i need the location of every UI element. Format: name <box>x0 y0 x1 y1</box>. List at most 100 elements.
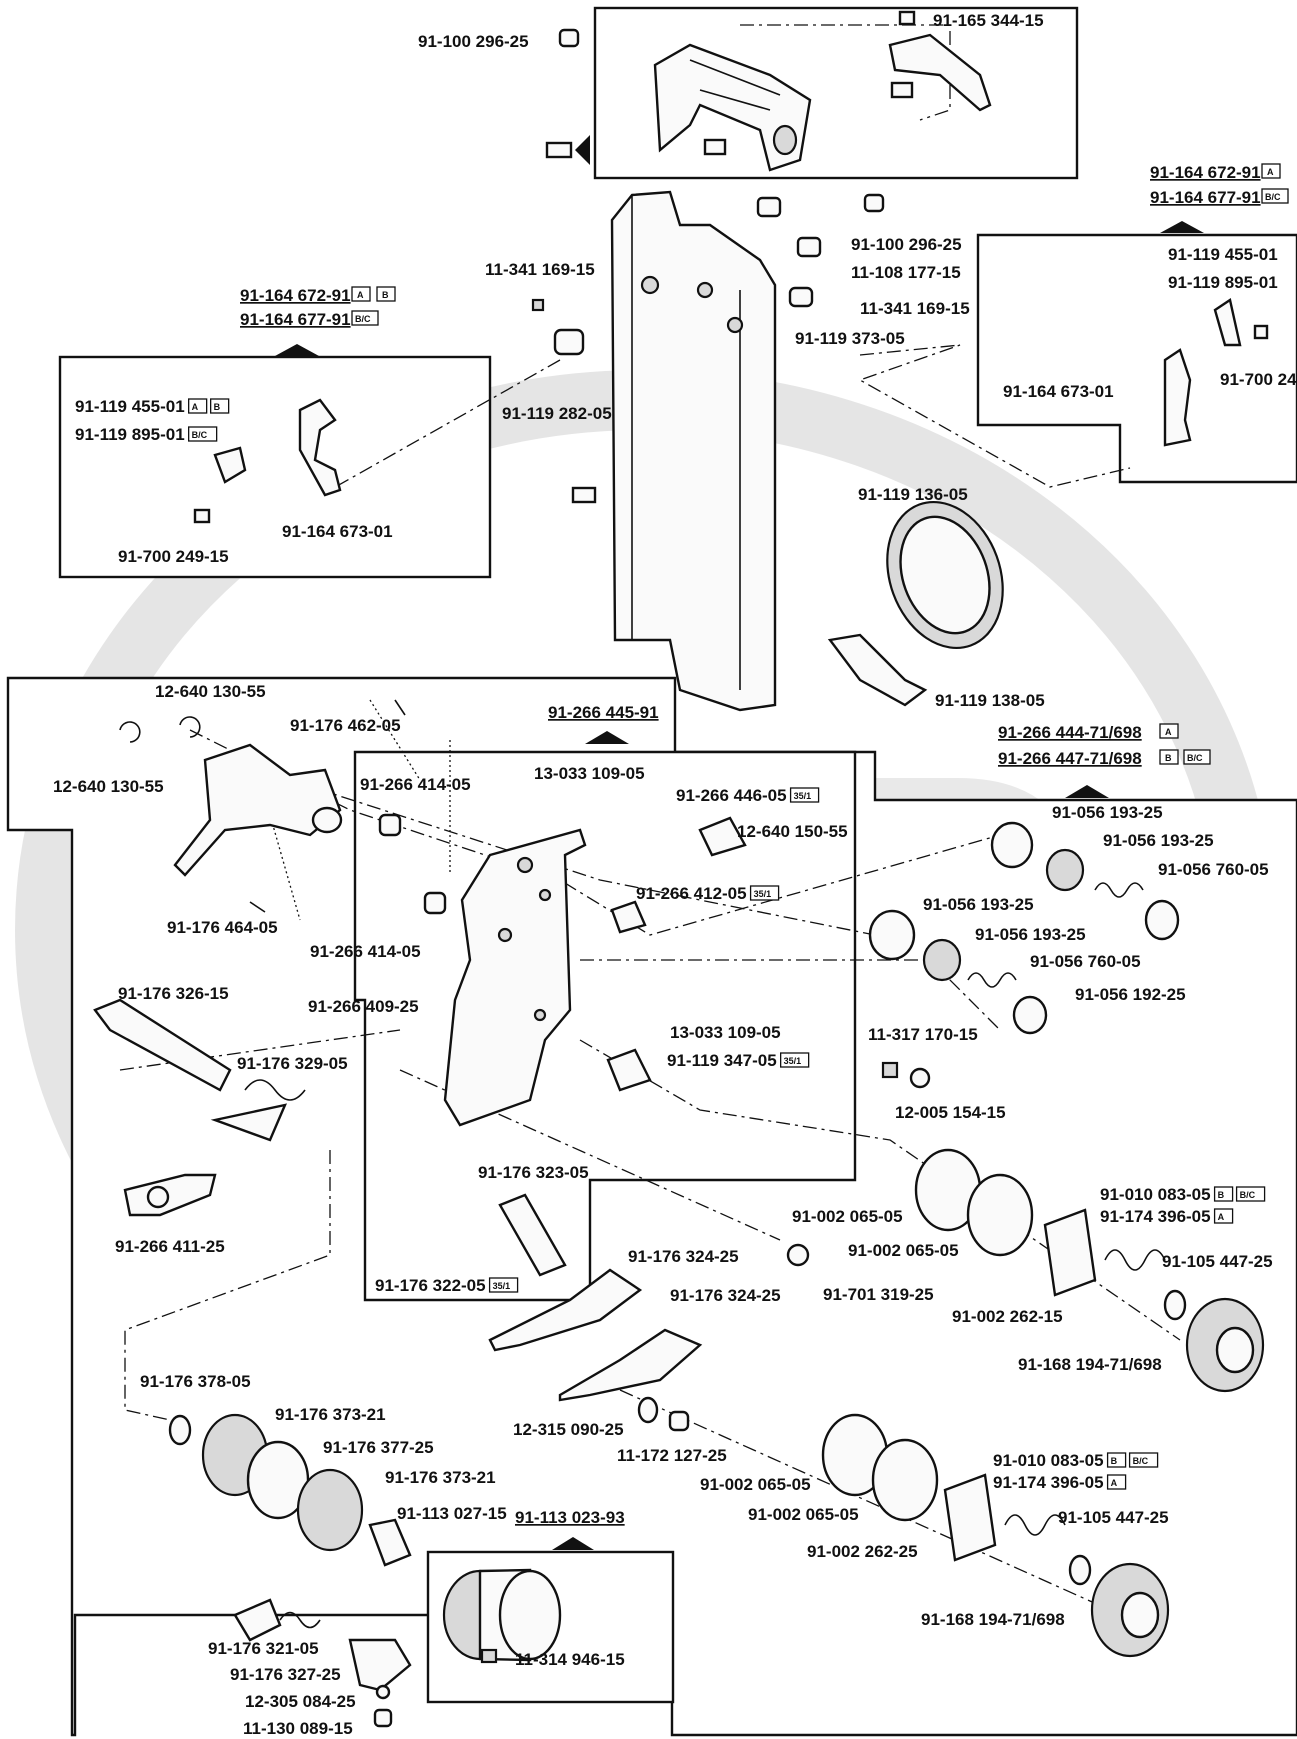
tag: 35/1 <box>493 1281 511 1291</box>
part-number: 91-119 347-05 <box>667 1051 777 1070</box>
part-number: 91-700 249 <box>1220 370 1297 389</box>
part-number: 91-119 282-05 <box>502 404 612 423</box>
part-label: 91-056 193-25 <box>975 925 1086 944</box>
tag: A <box>357 290 364 300</box>
axis-line <box>399 1069 781 1241</box>
part-label: 91-176 323-05 <box>478 1163 589 1182</box>
washer-part <box>168 1414 192 1446</box>
part-number: 91-105 447-25 <box>1162 1252 1273 1271</box>
plate-hole <box>538 888 552 902</box>
nut-part <box>909 1067 931 1089</box>
clip-part <box>179 716 201 738</box>
part-label: 11-314 946-15 <box>515 1650 625 1669</box>
assembly-title: 91-164 672-91 <box>240 286 351 305</box>
lever-hole <box>146 1185 170 1209</box>
part-number: 11-130 089-15 <box>243 1719 353 1738</box>
part-label: 91-176 373-21 <box>275 1405 386 1424</box>
axis-line <box>580 959 1001 1031</box>
tension-disc-part <box>871 1438 939 1522</box>
ref-box <box>703 138 727 156</box>
part-label: 91-119 373-05 <box>795 329 905 348</box>
part-number: 91-176 322-05 <box>375 1276 486 1295</box>
part-label: 11-317 170-15 <box>868 1025 978 1044</box>
part-label: 91-056 192-25 <box>1075 985 1186 1004</box>
part-number: 91-002 065-05 <box>848 1241 959 1260</box>
part-number: 13-033 109-05 <box>670 1023 781 1042</box>
washer-part <box>1163 1289 1187 1321</box>
part-label: 91-176 326-15 <box>118 984 229 1003</box>
marker-left <box>275 344 319 356</box>
part-number: 11-314 946-15 <box>515 1650 625 1669</box>
part-number: 91-002 065-05 <box>748 1505 859 1524</box>
part-number: 91-002 065-05 <box>792 1207 903 1226</box>
part-label: 12-640 130-55 <box>53 777 164 796</box>
tag-group: A B B/C <box>351 286 396 326</box>
tag: A <box>192 402 199 412</box>
plate-hole <box>516 856 534 874</box>
part-number: 91-119 136-05 <box>858 485 968 504</box>
bracket-hole <box>772 124 798 156</box>
axis-line <box>329 359 561 491</box>
part-label: 91-113 027-15 <box>397 1504 507 1523</box>
frame-right-lever <box>976 233 1297 484</box>
assembly-title: 91-266 444-71/698 <box>998 723 1142 742</box>
part-number: 91-176 462-05 <box>290 716 401 735</box>
part-number: 91-168 194-71/698 <box>921 1610 1065 1629</box>
part-number: 91-100 296-25 <box>851 235 962 254</box>
screw-part <box>193 508 211 524</box>
part-label: 91-002 065-05 <box>848 1241 959 1260</box>
assembly-title: 91-113 023-93 <box>515 1508 625 1527</box>
spring-clip-part <box>213 446 247 484</box>
washer-part <box>1068 1554 1092 1586</box>
tag-box <box>1106 1452 1127 1468</box>
part-number: 91-176 373-21 <box>385 1468 496 1487</box>
part-label: 91-176 321-05 <box>208 1639 319 1658</box>
part-label: 91-266 414-05 <box>310 942 421 961</box>
tag-box <box>1235 1186 1266 1202</box>
part-label: 91-176 377-25 <box>323 1438 434 1457</box>
part-number: 12-640 130-55 <box>155 682 266 701</box>
part-label: 91-701 319-25 <box>823 1285 934 1304</box>
lever-knob <box>311 806 343 834</box>
marker-right <box>1160 221 1204 233</box>
axis-line <box>858 344 1131 488</box>
marker-tension-unit <box>1065 785 1109 798</box>
part-number: 91-174 396-05 <box>993 1473 1104 1492</box>
part-number: 91-168 194-71/698 <box>1018 1355 1162 1374</box>
plate-hole <box>640 275 660 295</box>
part-number: 91-056 760-05 <box>1158 860 1269 879</box>
part-number: 91-010 083-05 <box>1100 1185 1211 1204</box>
axis-line <box>369 699 421 781</box>
screw-part <box>373 1708 393 1728</box>
part-label: 91-056 760-05 <box>1030 952 1141 971</box>
tag: B <box>1165 753 1172 763</box>
screw-part <box>756 196 782 218</box>
stud-part <box>498 1193 567 1277</box>
lever-part <box>298 398 342 497</box>
collar-face <box>498 1569 562 1661</box>
part-label: 91-266 409-25 <box>308 997 419 1016</box>
gear-ring-inner <box>899 515 991 635</box>
part-label: 11-341 169-15 <box>485 260 595 279</box>
screw-part <box>796 236 822 258</box>
disc-part <box>1144 899 1180 941</box>
assembly-title: 91-164 672-91 <box>1150 163 1261 182</box>
part-label: 91-105 447-25 <box>1162 1252 1273 1271</box>
part-label: 91-168 194-71/698 <box>1018 1355 1162 1374</box>
spring-part <box>279 1611 321 1629</box>
tag: B/C <box>355 314 371 324</box>
part-number: 91-176 373-21 <box>275 1405 386 1424</box>
stud-part <box>610 900 647 934</box>
part-number: 12-640 150-55 <box>737 822 848 841</box>
part-number: 12-305 084-25 <box>245 1692 356 1711</box>
part-number: 11-172 127-25 <box>617 1446 727 1465</box>
ref-box <box>545 141 573 159</box>
lever-part <box>123 1173 217 1217</box>
axis-line <box>259 779 301 921</box>
